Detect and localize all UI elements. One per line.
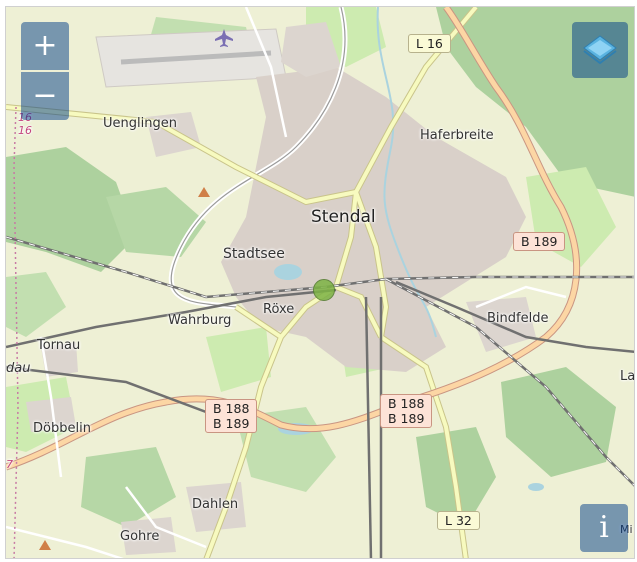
zoom-out-button[interactable]: − [21,72,69,120]
lake-stadtsee [274,264,302,280]
pond [528,483,544,491]
road-shield-line: B 188 [213,401,250,416]
road-number-label: 7 [6,458,13,471]
zoom-in-button[interactable]: + [21,22,69,70]
info-button[interactable]: i [580,504,628,552]
runway [120,50,272,65]
minus-icon: − [32,78,58,113]
forest-area [501,367,616,477]
map-viewport[interactable]: Stendal Uenglingen Haferbreite Stadtsee … [5,6,635,559]
place-label-la: La [620,369,635,384]
place-label-haferbreite: Haferbreite [420,128,494,143]
road-shield-b188-b189-west: B 188 B 189 [205,399,258,433]
road-number-label: 16 [18,124,32,137]
location-marker[interactable] [313,279,335,301]
urban-area [121,517,176,555]
place-label-dobbelin: Döbbelin [33,421,91,436]
road-shield-l32: L 32 [437,511,480,530]
airport-icon [215,29,233,47]
place-label-uenglingen: Uenglingen [103,116,177,131]
railway-dashes [6,236,634,486]
place-label-dau: dau [6,361,31,376]
road-shield-b189: B 189 [513,232,566,251]
layers-button[interactable] [572,22,628,78]
place-label-dahlen: Dahlen [192,497,239,512]
ring-road [170,7,346,308]
layers-icon [583,35,617,65]
urban-area [281,22,341,77]
forest-area [81,447,176,527]
primary-roads-fill [6,7,580,470]
place-label-stendal: Stendal [311,207,376,227]
road-shield-l16: L 16 [408,34,451,53]
urban-area [466,297,536,352]
urban-area [26,397,76,432]
urban-area [41,342,78,377]
info-icon: i [599,510,609,545]
minor-roads [6,7,567,558]
forest-area [106,187,206,257]
road-shield-line: B 189 [388,411,425,426]
peak-icon [198,187,210,197]
forest-area [6,272,66,337]
place-label-bindfelde: Bindfelde [487,311,549,326]
place-label-stadtsee: Stadtsee [223,246,285,262]
map-tiles [6,7,634,558]
plus-icon: + [32,28,58,63]
boundary-line [13,106,19,558]
road-shield-line: B 188 [388,396,425,411]
road-shield-line: B 189 [213,416,250,431]
place-label-wahrburg: Wahrburg [168,313,232,328]
place-label-gohre: Gohre [120,529,160,544]
place-label-tornau: Tornau [37,338,81,353]
forest-area [6,147,136,272]
meadow-area [206,327,271,392]
place-label-roxe: Röxe [263,302,295,317]
road-shield-b188-b189-center: B 188 B 189 [380,394,433,428]
peak-icon [39,540,51,550]
